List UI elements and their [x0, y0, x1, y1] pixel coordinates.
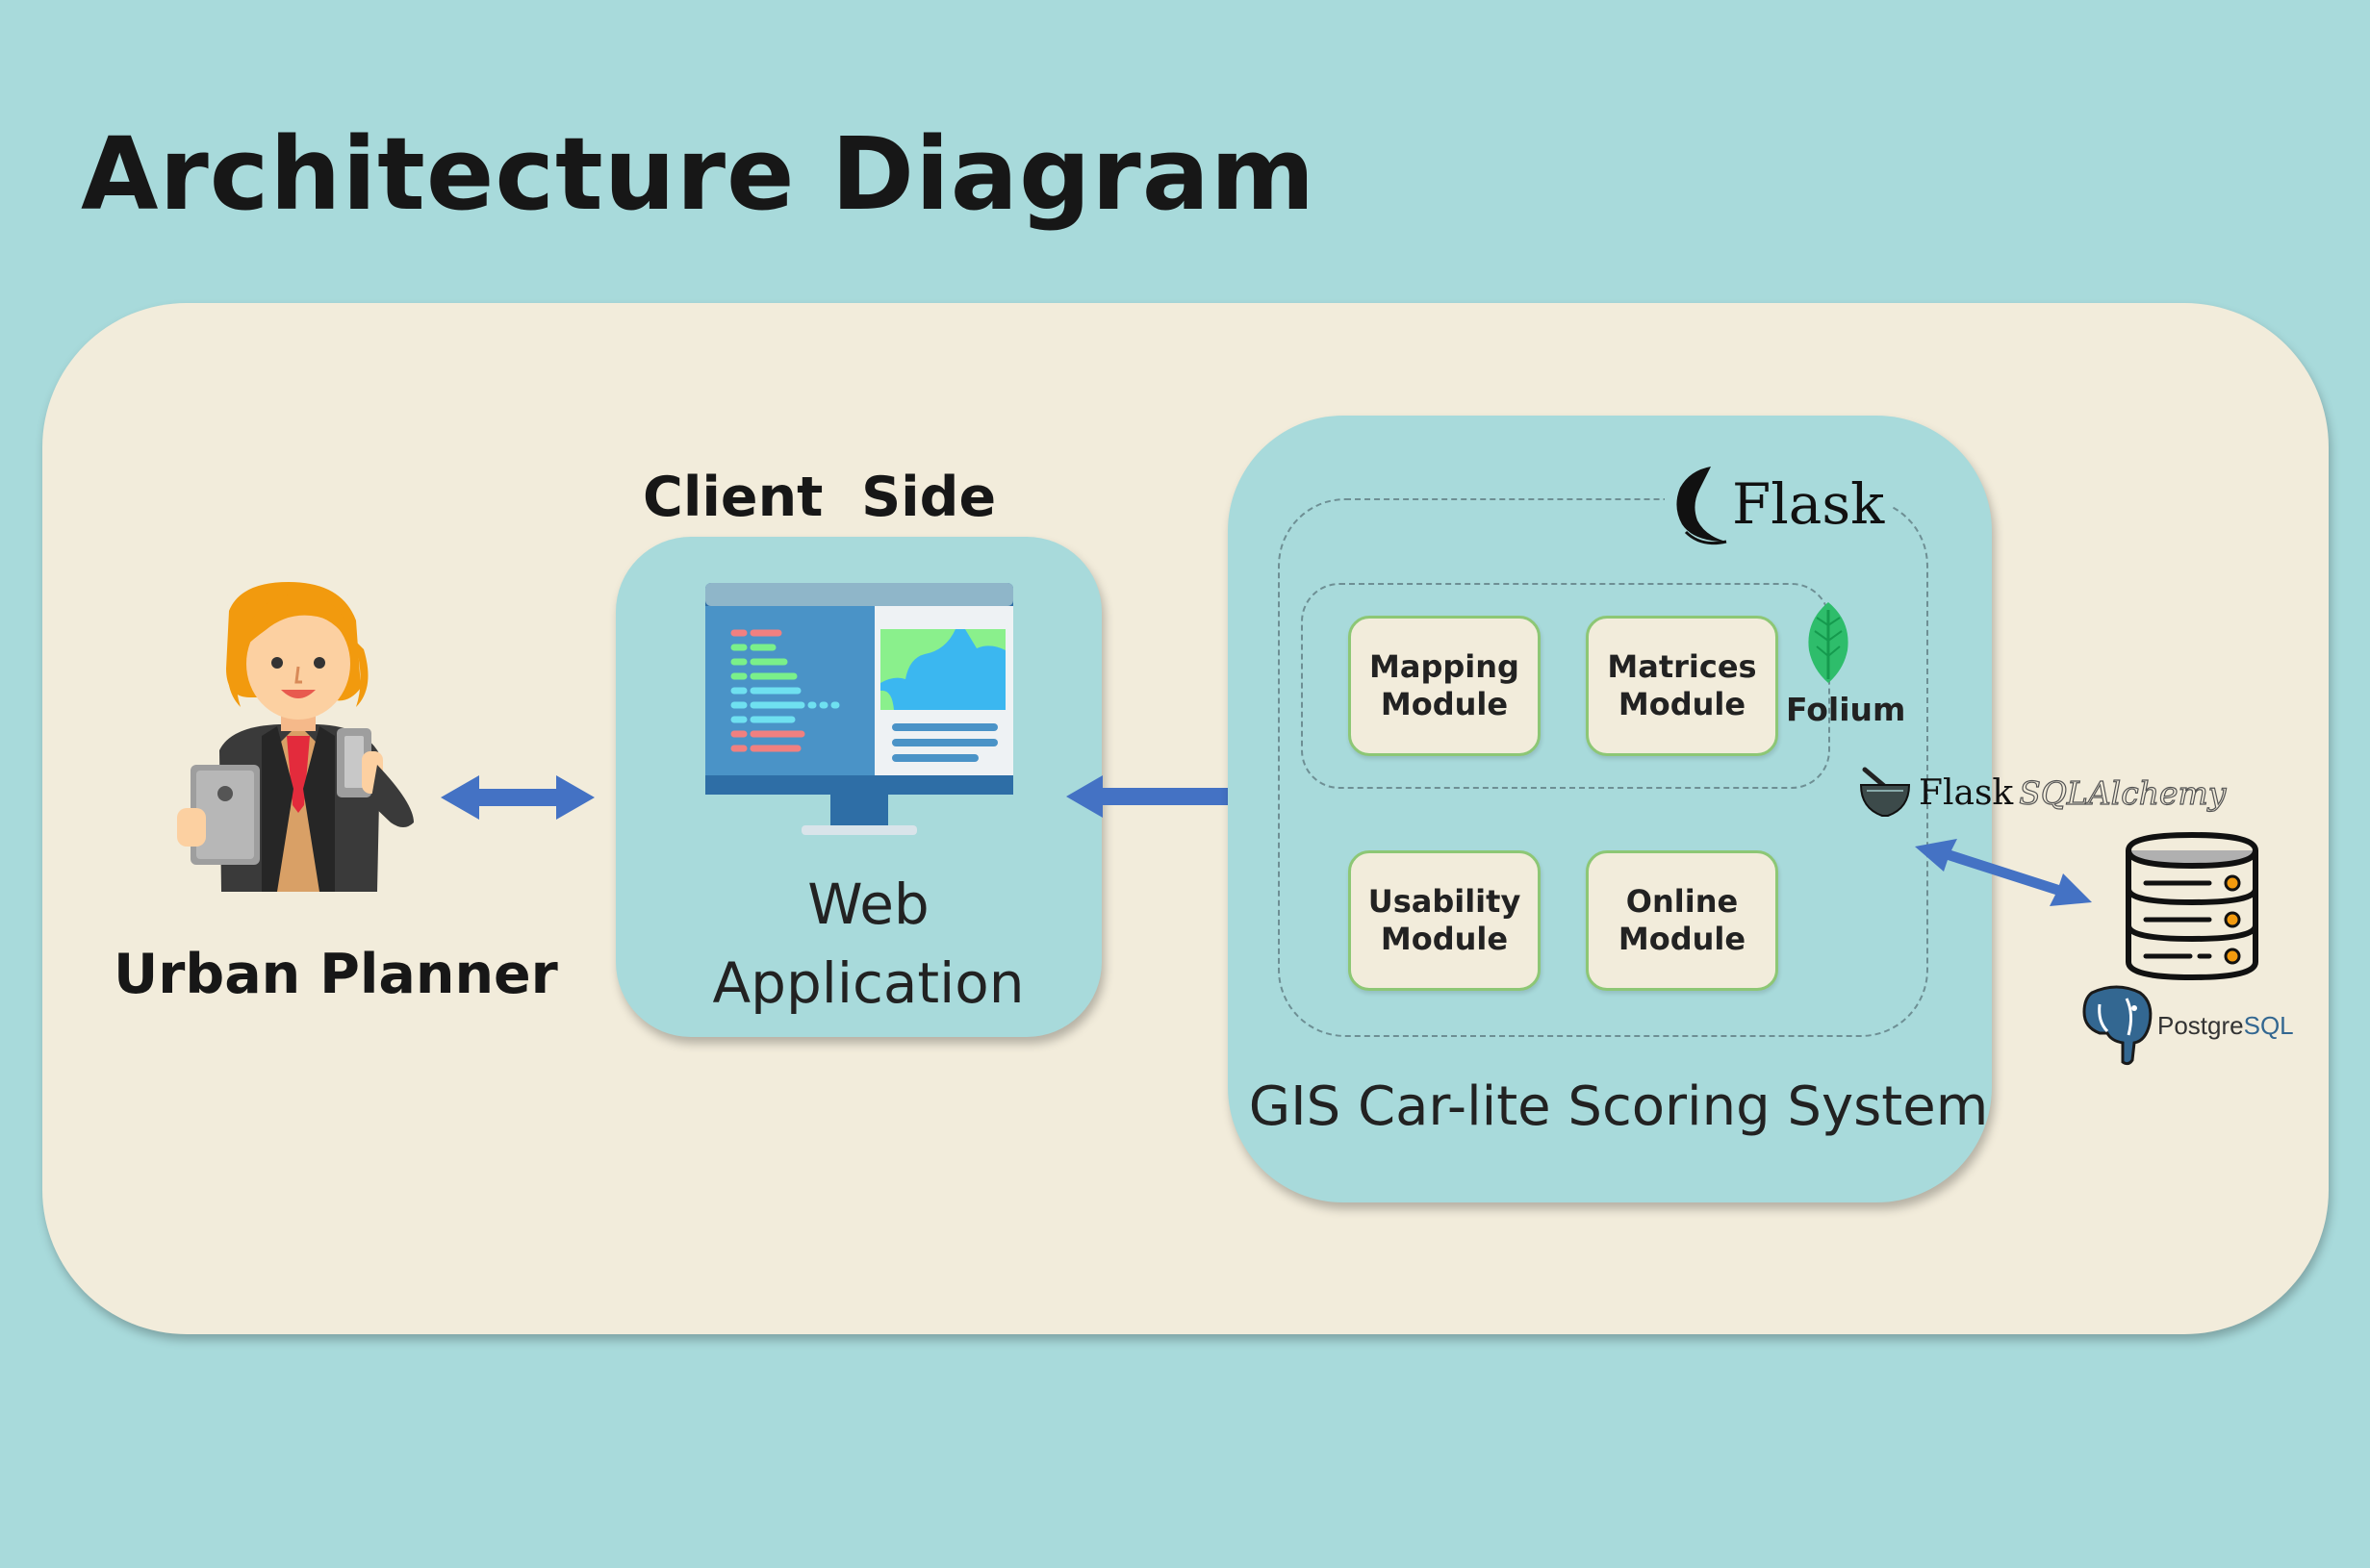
urban-planner-avatar-icon [177, 582, 414, 892]
usability-module-label: Usability Module [1367, 883, 1521, 957]
usability-module: Usability Module [1348, 850, 1541, 991]
web-application-label-line1: Web [807, 872, 930, 937]
online-module: Online Module [1586, 850, 1778, 991]
folium-leaf-icon [1808, 602, 1848, 683]
matrices-module: Matrices Module [1586, 616, 1778, 756]
desktop-monitor-icon [705, 583, 1013, 835]
page-title: Architecture Diagram [81, 115, 1316, 233]
postgresql-suffix: SQL [2243, 1010, 2294, 1040]
postgresql-elephant-icon [2082, 985, 2153, 1066]
flask-sqlalchemy-suffix: SQLAlchemy [2019, 773, 2227, 812]
mortar-pestle-icon [1859, 767, 1911, 817]
mapping-module-label: Mapping Module [1369, 648, 1519, 722]
postgresql-prefix: Postgre [2157, 1010, 2244, 1040]
flask-label: Flask [1732, 471, 1885, 537]
flask-sqlalchemy-prefix: Flask [1919, 772, 2014, 813]
arrow-client-server [1066, 775, 1270, 818]
gis-scoring-system-label: GIS Car-lite Scoring System [1248, 1075, 1989, 1138]
arrow-planner-client [441, 775, 595, 820]
arrow-server-database [1915, 839, 2092, 906]
folium-boundary [1301, 583, 1830, 789]
online-module-label: Online Module [1618, 883, 1746, 957]
flask-sqlalchemy-logo: Flask SQLAlchemy [1855, 766, 2227, 820]
matrices-module-label: Matrices Module [1607, 648, 1757, 722]
flask-horn-icon [1676, 467, 1727, 545]
urban-planner-label: Urban Planner [114, 943, 558, 1006]
client-side-heading: Client Side [643, 466, 997, 529]
web-application-label-line2: Application [712, 950, 1025, 1016]
mapping-module: Mapping Module [1348, 616, 1541, 756]
flask-app-boundary [1278, 498, 1928, 1037]
flask-logo: Flask [1665, 460, 1893, 548]
folium-label: Folium [1786, 691, 1906, 728]
database-server-icon [2126, 831, 2258, 981]
